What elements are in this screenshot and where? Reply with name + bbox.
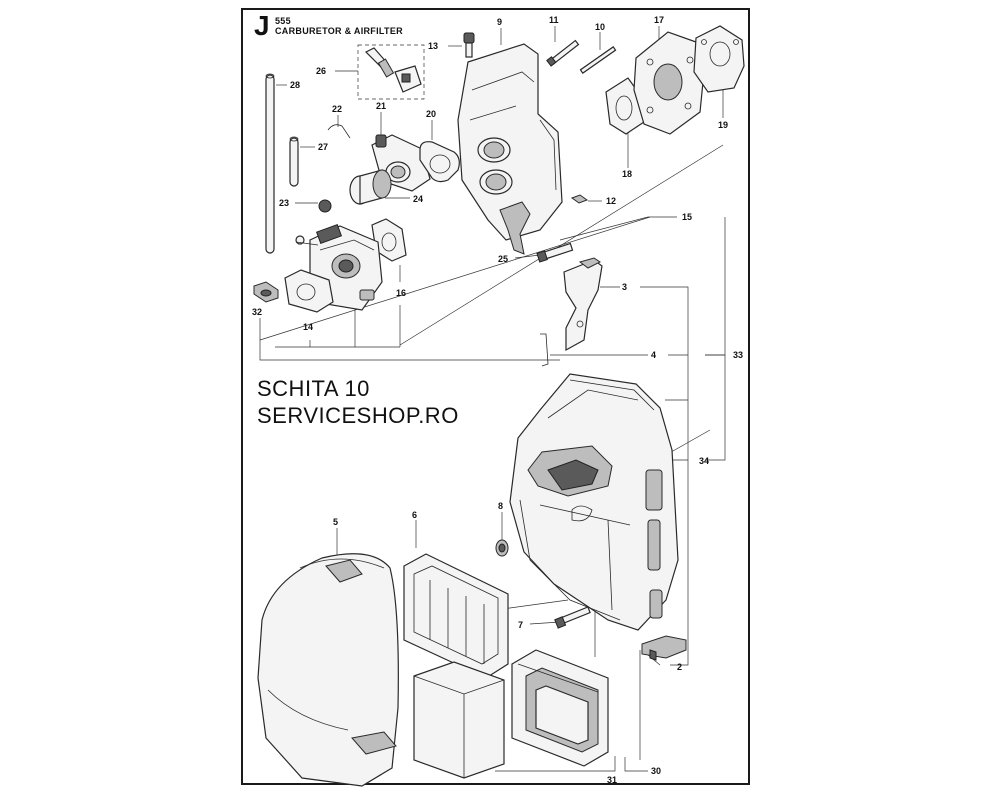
part-10-bolt <box>579 46 617 74</box>
callout-21: 21 <box>376 101 386 111</box>
callout-7: 7 <box>518 620 523 630</box>
callout-17: 17 <box>654 15 664 25</box>
callout-25: 25 <box>498 254 508 264</box>
part-25-screw <box>536 242 574 263</box>
callout-34: 34 <box>699 456 709 466</box>
part-20-gasket <box>419 141 460 183</box>
rod-27 <box>289 136 299 187</box>
callout-16: 16 <box>396 288 406 298</box>
part-4-clip <box>540 333 549 367</box>
model-number: 555 <box>275 16 291 26</box>
part-34-filter-housing <box>509 373 679 631</box>
callout-14: 14 <box>303 322 313 332</box>
callout-31: 31 <box>607 775 617 785</box>
diagram-frame <box>241 8 750 785</box>
callout-13: 13 <box>428 41 438 51</box>
callout-10: 10 <box>595 22 605 32</box>
part-8-nut <box>495 539 509 557</box>
callout-8: 8 <box>498 501 503 511</box>
part-26-adjuster <box>364 47 422 93</box>
section-title: CARBURETOR & AIRFILTER <box>275 26 403 36</box>
callout-20: 20 <box>426 109 436 119</box>
part-19-gasket <box>693 25 745 93</box>
part-5-filter-cover <box>257 553 399 787</box>
callout-30: 30 <box>651 766 661 776</box>
callout-23: 23 <box>279 198 289 208</box>
callout-24: 24 <box>413 194 423 204</box>
callout-26: 26 <box>316 66 326 76</box>
part-12-plate <box>570 194 589 204</box>
callout-22: 22 <box>332 104 342 114</box>
part-24-sleeve <box>349 169 392 205</box>
callout-5: 5 <box>333 517 338 527</box>
watermark-line-2: SERVICESHOP.RO <box>257 403 459 428</box>
callout-15: 15 <box>682 212 692 222</box>
callout-9: 9 <box>497 17 502 27</box>
callout-27: 27 <box>318 142 328 152</box>
part-11-bolt <box>546 39 580 67</box>
part-14-gasket <box>284 269 334 313</box>
callout-32: 32 <box>252 307 262 317</box>
part-7-screw <box>554 606 591 629</box>
part-22-clip <box>327 124 351 139</box>
part-2-latch <box>641 635 687 661</box>
callout-12: 12 <box>606 196 616 206</box>
part-17-spacer <box>633 31 705 135</box>
filter-element <box>413 661 505 779</box>
callout-18: 18 <box>622 169 632 179</box>
part-9-housing <box>457 43 563 255</box>
callout-3: 3 <box>622 282 627 292</box>
callout-labels: 2 3 4 5 6 7 8 9 10 11 12 13 14 15 16 17 … <box>252 15 743 785</box>
part-32-plug <box>253 281 279 303</box>
part-3-bracket <box>563 257 603 352</box>
part-30-gasket-frame <box>511 649 609 767</box>
callout-19: 19 <box>718 120 728 130</box>
callout-33: 33 <box>733 350 743 360</box>
callout-11: 11 <box>549 15 559 25</box>
watermark-line-1: SCHITA 10 <box>257 376 370 401</box>
section-letter: J <box>254 10 270 41</box>
part-6-filter-frame <box>403 553 509 679</box>
part-13-screw <box>463 32 475 58</box>
part-23-nut <box>318 199 332 213</box>
rod-28 <box>265 73 275 254</box>
callout-2: 2 <box>677 662 682 672</box>
callout-4: 4 <box>651 350 656 360</box>
callout-6: 6 <box>412 510 417 520</box>
callout-28: 28 <box>290 80 300 90</box>
